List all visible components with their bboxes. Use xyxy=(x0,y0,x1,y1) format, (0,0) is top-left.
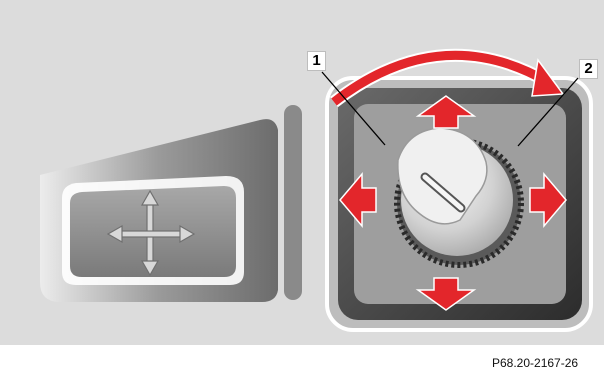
callout-1: 1 xyxy=(307,51,326,71)
arrow-down-icon xyxy=(415,277,477,311)
figure-code: P68.20-2167-26 xyxy=(492,356,579,370)
arrow-right-icon xyxy=(529,171,567,229)
callout-1-leader xyxy=(321,71,386,146)
callout-2: 2 xyxy=(579,59,598,79)
mirror-selector-knob xyxy=(394,127,524,268)
callout-2-leader xyxy=(517,77,579,147)
caption-strip xyxy=(0,345,604,381)
arrow-up-icon xyxy=(415,95,477,129)
four-way-arrow-icon xyxy=(106,189,196,277)
arrow-left-icon xyxy=(339,171,377,229)
panel-divider-bar xyxy=(284,105,302,300)
curved-arrow-icon xyxy=(330,48,565,108)
